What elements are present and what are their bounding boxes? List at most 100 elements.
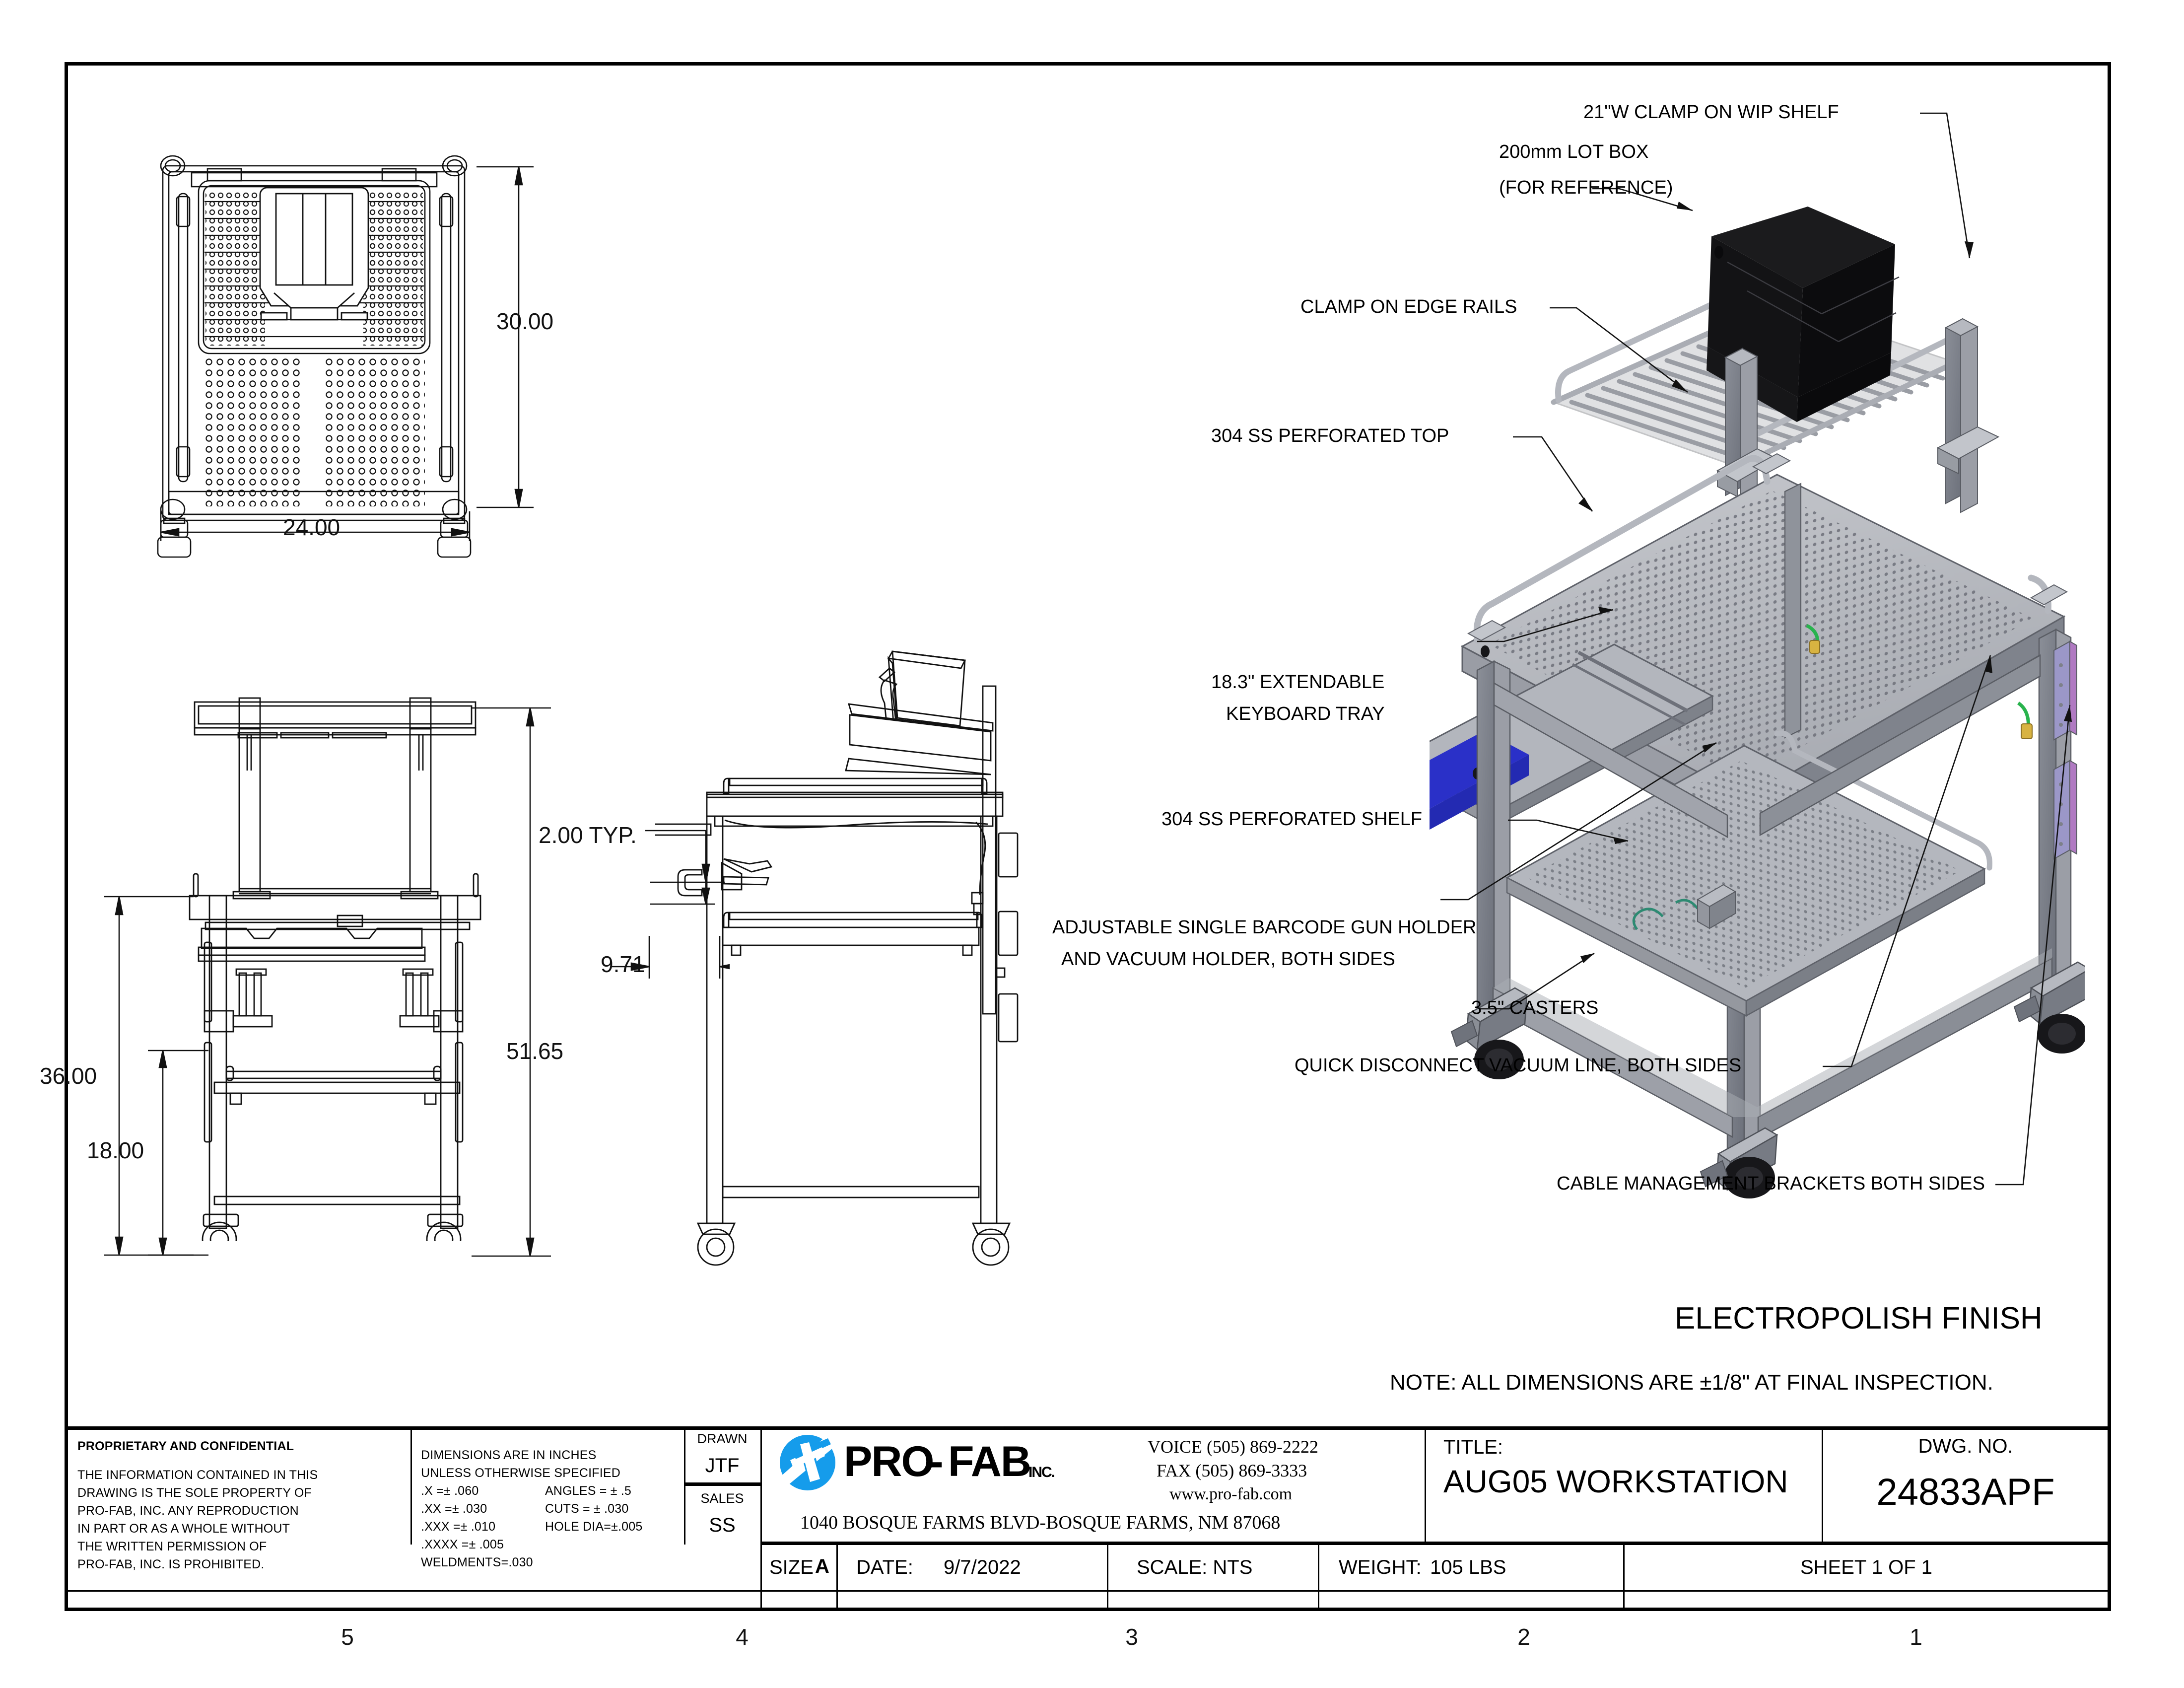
tolerance-row-3-right: HOLE DIA=±.005	[545, 1520, 643, 1534]
zone-label-3: 3	[1125, 1624, 1138, 1650]
proprietary-line-5: THE WRITTEN PERMISSION OF	[77, 1540, 267, 1553]
callout-perforated-shelf: 304 SS PERFORATED SHELF	[1161, 809, 1423, 830]
weight-value: 105 LBS	[1430, 1556, 1506, 1578]
tolerance-block: DIMENSIONS ARE IN INCHES UNLESS OTHERWIS…	[421, 1446, 679, 1571]
size-label: SIZE	[769, 1556, 814, 1578]
profab-wordmark-dash: -	[929, 1438, 944, 1485]
dimension-label-30: 30.00	[496, 308, 554, 334]
dimension-971	[612, 936, 730, 979]
front-view	[184, 695, 491, 1241]
callout-edge-rails: CLAMP ON EDGE RAILS	[1300, 296, 1517, 317]
tolerance-row-3-left: .XXX =± .010	[421, 1520, 496, 1534]
dimension-label-5165: 51.65	[506, 1038, 564, 1064]
tolerance-row-1-left: .X =± .060	[421, 1484, 479, 1498]
side-view	[655, 645, 1032, 1266]
title-cell: TITLE: AUG05 WORKSTATION	[1425, 1426, 1822, 1542]
proprietary-heading: PROPRIETARY AND CONFIDENTIAL	[77, 1439, 294, 1453]
divider-lower-right	[760, 1590, 2110, 1592]
dimension-label-200typ: 2.00 TYP.	[539, 822, 637, 848]
sales-label: SALES	[700, 1491, 744, 1506]
callout-lot-box-line1: 200mm LOT BOX	[1499, 141, 1649, 162]
callout-wip-shelf: 21"W CLAMP ON WIP SHELF	[1583, 102, 1839, 123]
profab-logo-icon	[780, 1435, 835, 1490]
tolerance-row-4-left: .XXXX =± .005	[421, 1538, 504, 1551]
title-label: TITLE:	[1443, 1436, 1503, 1458]
proprietary-line-6: PRO-FAB, INC. IS PROHIBITED.	[77, 1557, 265, 1571]
zone-label-2: 2	[1517, 1624, 1530, 1650]
proprietary-line-1: THE INFORMATION CONTAINED IN THIS	[77, 1468, 318, 1482]
proprietary-line-4: IN PART OR AS A WHOLE WITHOUT	[77, 1522, 290, 1536]
divider-logo	[1425, 1426, 1426, 1545]
drawn-label: DRAWN	[697, 1431, 748, 1446]
drawn-cell: DRAWN JTF	[684, 1431, 760, 1477]
tolerance-header-1: DIMENSIONS ARE IN INCHES	[421, 1448, 597, 1462]
dimension-18	[148, 1050, 208, 1256]
note-finish: ELECTROPOLISH FINISH	[1675, 1301, 2043, 1336]
zone-label-5: 5	[341, 1624, 354, 1650]
dimension-30	[477, 166, 534, 508]
callout-vacuum-line: QUICK DISCONNECT VACUUM LINE, BOTH SIDES	[1295, 1055, 1742, 1076]
dimension-label-24: 24.00	[283, 514, 341, 540]
scale-label: SCALE: NTS	[1137, 1556, 1253, 1578]
sales-cell: SALES SS	[684, 1491, 760, 1537]
sheet-label: SHEET 1 OF 1	[1800, 1556, 1932, 1578]
callout-perforated-top: 304 SS PERFORATED TOP	[1211, 425, 1449, 446]
divider-scale-weight	[1318, 1542, 1319, 1611]
profab-wordmark-pro: PRO	[844, 1438, 934, 1485]
isometric-view	[1430, 144, 2085, 1201]
proprietary-block: PROPRIETARY AND CONFIDENTIAL THE INFORMA…	[77, 1437, 400, 1573]
callout-barcode-holder-line2: AND VACUUM HOLDER, BOTH SIDES	[1061, 949, 1395, 970]
dimension-label-18: 18.00	[87, 1137, 144, 1163]
tolerance-row-5-left: WELDMENTS=.030	[421, 1555, 533, 1569]
divider-midrule	[760, 1542, 2110, 1545]
size-value: A	[815, 1555, 829, 1577]
company-fax: FAX (505) 869-3333	[1157, 1461, 1307, 1480]
dimension-label-971: 9.71	[601, 951, 645, 977]
title-value: AUG05 WORKSTATION	[1443, 1464, 1788, 1499]
dwg-value: 24833APF	[1876, 1471, 2055, 1513]
proprietary-line-3: PRO-FAB, INC. ANY REPRODUCTION	[77, 1504, 299, 1518]
top-view	[149, 149, 536, 561]
divider-drawn-sales	[684, 1482, 760, 1486]
callout-barcode-holder-line1: ADJUSTABLE SINGLE BARCODE GUN HOLDER	[1052, 917, 1477, 938]
dimension-200typ	[645, 830, 725, 905]
divider-weight-sheet	[1623, 1542, 1625, 1611]
dimension-5165	[472, 707, 551, 1257]
divider-title	[1822, 1426, 1823, 1545]
tolerance-row-2-left: .XX =± .030	[421, 1502, 487, 1516]
callout-keyboard-tray-line2: KEYBOARD TRAY	[1226, 703, 1385, 724]
callout-keyboard-tray-line1: 18.3" EXTENDABLE	[1211, 672, 1385, 693]
zone-label-1: 1	[1910, 1624, 1922, 1650]
divider-date-scale	[1107, 1542, 1108, 1611]
profab-wordmark-fab: FAB	[948, 1438, 1031, 1485]
callout-lot-box-line2: (FOR REFERENCE)	[1499, 177, 1673, 198]
divider-size-date	[836, 1542, 838, 1611]
date-label: DATE:	[856, 1556, 913, 1578]
sheet-cell: SHEET 1 OF 1	[1623, 1546, 2110, 1578]
dimension-24	[160, 511, 471, 541]
callout-cable-brackets: CABLE MANAGEMENT BRACKETS BOTH SIDES	[1557, 1173, 1985, 1194]
company-block: PRO - FAB INC. VOICE (505) 869-2222 FAX …	[760, 1426, 1425, 1542]
company-address: 1040 BOSQUE FARMS BLVD-BOSQUE FARMS, NM …	[800, 1512, 1281, 1533]
divider-drawn	[760, 1426, 762, 1545]
profab-wordmark-inc: INC.	[1028, 1464, 1055, 1480]
dwg-cell: DWG. NO. 24833APF	[1822, 1426, 2110, 1542]
date-value: 9/7/2022	[944, 1556, 1021, 1578]
title-block: PROPRIETARY AND CONFIDENTIAL THE INFORMA…	[65, 1426, 2111, 1611]
dwg-label: DWG. NO.	[1918, 1435, 2013, 1457]
sales-value: SS	[709, 1514, 736, 1536]
callout-casters: 3.5" CASTERS	[1471, 997, 1599, 1018]
tolerance-header-2: UNLESS OTHERWISE SPECIFIED	[421, 1466, 621, 1480]
zone-label-4: 4	[736, 1624, 749, 1650]
company-web: www.pro-fab.com	[1169, 1485, 1293, 1503]
dimension-label-36: 36.00	[40, 1063, 97, 1089]
divider-proprietary	[410, 1426, 412, 1545]
tolerance-row-2-right: CUTS = ± .030	[545, 1502, 629, 1516]
tolerance-row-1-right: ANGLES = ± .5	[545, 1484, 632, 1498]
divider-lower-left	[65, 1590, 760, 1592]
note-tolerance: NOTE: ALL DIMENSIONS ARE ±1/8" AT FINAL …	[1390, 1370, 1993, 1395]
company-voice: VOICE (505) 869-2222	[1148, 1437, 1318, 1457]
weight-label: WEIGHT:	[1339, 1556, 1422, 1578]
drawn-value: JTF	[705, 1455, 740, 1477]
